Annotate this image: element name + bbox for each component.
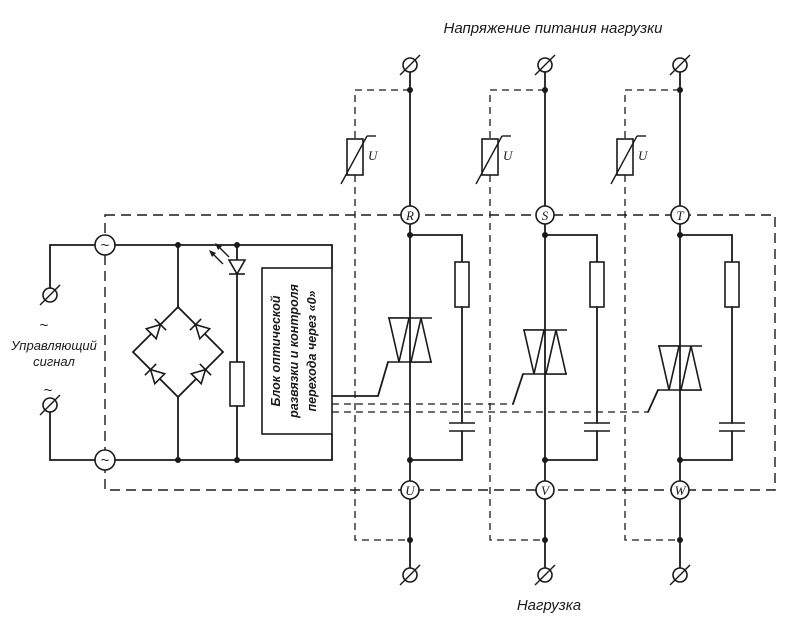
svg-text:~: ~: [101, 237, 110, 254]
snubber-phase-s: [544, 234, 610, 461]
relay-enclosure-outline: [104, 214, 776, 491]
supply-terminal-icon: [399, 54, 421, 76]
varistor-branch-r: U: [340, 89, 410, 541]
series-resistor-icon: [229, 361, 245, 407]
supply-terminal-icon: [534, 54, 556, 76]
snubber-capacitor-icon: [584, 422, 610, 432]
control-input-section: ~ Управляющий сигнал ~ ~ ~: [10, 234, 333, 471]
gate-line-phase-r: [331, 361, 389, 397]
svg-text:R: R: [405, 208, 414, 223]
relay-terminal-T: T: [670, 205, 690, 225]
svg-text:V: V: [541, 483, 551, 498]
load-terminal-icon: [534, 564, 556, 586]
junction-dot: [542, 232, 548, 238]
bridge-diode-icon: [189, 318, 212, 341]
load-terminal-icon: [669, 564, 691, 586]
relay-terminal-U: U: [400, 480, 420, 500]
relay-terminal-R: R: [400, 205, 420, 225]
svg-text:~: ~: [101, 452, 110, 469]
control-wire-bottom: [49, 411, 96, 461]
junction-dot: [542, 457, 548, 463]
snubber-phase-r: [409, 234, 475, 461]
junction-dot: [542, 87, 548, 93]
triac-gate-lines: [331, 361, 659, 413]
varistor-voltage-label: U: [638, 148, 649, 163]
diode-bridge-rectifier: [132, 244, 224, 461]
varistor-branch-s: U: [475, 89, 545, 541]
svg-text:S: S: [542, 208, 549, 223]
snubber-phase-t: [679, 234, 745, 461]
varistor-voltage-label: U: [368, 148, 379, 163]
phase-column-r: U R U: [340, 54, 475, 586]
control-terminal-top-icon: [39, 284, 61, 306]
varistor-branch-t: U: [610, 89, 680, 541]
svg-text:W: W: [675, 483, 687, 498]
bridge-diode-icon: [189, 363, 212, 386]
optocoupler-led-branch: [209, 243, 247, 461]
relay-terminal-W: W: [670, 480, 690, 500]
led-icon: [209, 243, 247, 276]
ac-entry-bottom-icon: ~: [94, 449, 116, 471]
triac-phase-t-icon: [657, 345, 703, 391]
varistor-voltage-label: U: [503, 148, 514, 163]
snubber-resistor-icon: [454, 261, 470, 308]
relay-terminal-V: V: [535, 480, 555, 500]
control-signal-label-line2: сигнал: [33, 354, 75, 369]
junction-dot: [542, 537, 548, 543]
ac-entry-top-icon: ~: [94, 234, 116, 256]
svg-text:T: T: [676, 208, 684, 223]
control-block-text-line3: перехода через «0»: [305, 290, 319, 411]
junction-dot: [407, 537, 413, 543]
phase-column-s: U S V: [475, 54, 610, 586]
ac-symbol-bottom: ~: [44, 382, 53, 399]
control-block-body: [261, 267, 333, 435]
junction-dot: [407, 232, 413, 238]
svg-text:U: U: [405, 483, 416, 498]
zero-cross-control-block: Блок оптической развязки и контроля пере…: [261, 244, 333, 461]
phase-column-t: U T W: [610, 54, 745, 586]
control-block-text-line1: Блок оптической: [269, 295, 283, 406]
triac-phase-s-icon: [522, 329, 568, 375]
control-signal-label-line1: Управляющий: [10, 338, 97, 353]
ac-symbol-top: ~: [40, 317, 49, 334]
caption-load-supply-voltage: Напряжение питания нагрузки: [444, 20, 664, 37]
junction-dot: [677, 457, 683, 463]
junction-dot: [677, 537, 683, 543]
junction-dot: [407, 87, 413, 93]
bridge-diode-icon: [144, 318, 167, 341]
snubber-resistor-icon: [724, 261, 740, 308]
control-wire-top: [49, 244, 96, 289]
control-block-text-line2: развязки и контроля: [287, 284, 301, 419]
snubber-capacitor-icon: [719, 422, 745, 432]
junction-dot: [677, 232, 683, 238]
load-terminal-icon: [399, 564, 421, 586]
relay-terminal-S: S: [535, 205, 555, 225]
caption-load: Нагрузка: [517, 597, 581, 614]
snubber-resistor-icon: [589, 261, 605, 308]
snubber-capacitor-icon: [449, 422, 475, 432]
bridge-diode-icon: [144, 363, 167, 386]
triac-phase-r-icon: [387, 317, 433, 363]
junction-dot: [677, 87, 683, 93]
junction-dot: [407, 457, 413, 463]
